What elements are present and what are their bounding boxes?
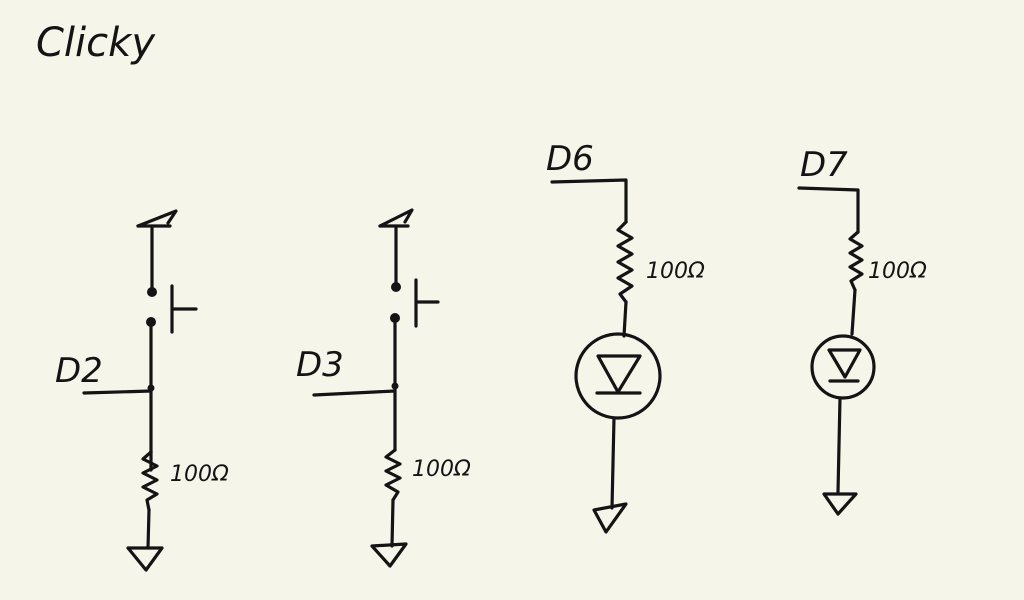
led-diode-triangle — [827, 348, 862, 379]
net-label: D3 — [296, 345, 344, 385]
resistor-label: 100Ω — [412, 457, 471, 482]
junction-node — [391, 382, 399, 390]
ground-symbol — [822, 492, 858, 516]
ground-symbol — [126, 546, 164, 572]
diagram-title: Clicky — [36, 20, 156, 66]
resistor-zigzag — [384, 448, 402, 502]
led-body — [810, 334, 876, 400]
led-circuit-d7: D7 100Ω — [797, 145, 927, 516]
net-label: D7 — [800, 145, 848, 185]
wire-to-ground — [836, 396, 842, 494]
switch-contact-top — [147, 287, 157, 297]
button-circuit-d3: D3 100Ω — [296, 208, 471, 568]
pushbutton-actuator — [170, 284, 198, 334]
resistor-label: 100Ω — [646, 259, 705, 284]
resistor-zigzag — [141, 450, 159, 512]
wire-net — [550, 178, 628, 224]
wire-net — [312, 389, 397, 397]
button-circuit-d2: D2 100Ω — [55, 209, 229, 572]
resistor-zigzag — [848, 230, 864, 292]
resistor-label: 100Ω — [868, 259, 927, 284]
net-label: D6 — [546, 139, 594, 179]
resistor-zigzag — [616, 220, 634, 304]
wire-to-led — [622, 300, 628, 338]
vcc-symbol — [378, 208, 414, 228]
wire-net — [797, 186, 860, 234]
switch-contact-bottom — [390, 313, 400, 323]
led-circuit-d6: D6 100Ω — [546, 139, 705, 534]
ground-symbol — [370, 542, 408, 568]
resistor-label: 100Ω — [170, 462, 229, 487]
wire-to-ground — [146, 508, 151, 550]
wire-to-led — [850, 288, 857, 336]
led-diode-triangle — [596, 354, 642, 394]
wire-to-ground — [390, 498, 395, 548]
led-body — [574, 332, 662, 420]
wire-net — [82, 389, 153, 395]
wire-to-ground — [610, 416, 616, 510]
pushbutton-actuator — [414, 278, 440, 328]
vcc-symbol — [136, 209, 178, 228]
switch-contact-top — [391, 282, 401, 292]
switch-contact-bottom — [146, 317, 156, 327]
net-label: D2 — [55, 351, 103, 391]
ground-symbol — [592, 502, 628, 534]
